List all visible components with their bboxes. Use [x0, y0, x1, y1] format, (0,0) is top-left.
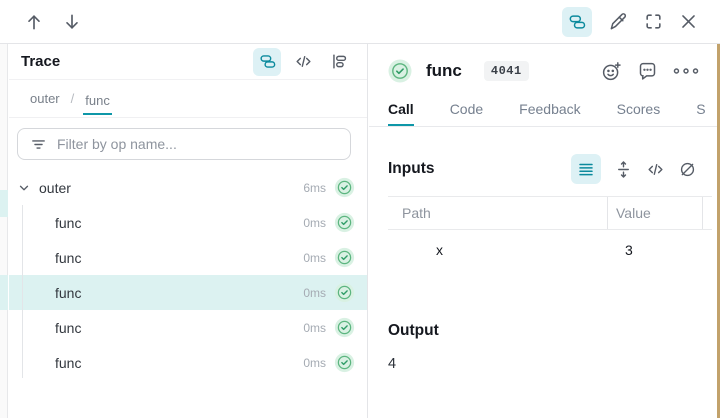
- output-heading: Output: [388, 322, 439, 339]
- comment-icon[interactable]: [637, 61, 658, 82]
- tab-feedback[interactable]: Feedback: [519, 101, 581, 117]
- flame-graph-view-icon[interactable]: [325, 48, 353, 76]
- call-tabs: Call Code Feedback Scores S: [369, 96, 717, 127]
- column-header-value[interactable]: Value: [607, 197, 702, 229]
- input-value: 3: [625, 242, 633, 258]
- tree-row-func[interactable]: func 0ms: [9, 240, 367, 275]
- tree-row-outer[interactable]: outer 6ms: [9, 170, 367, 205]
- breadcrumb: outer / func: [9, 80, 367, 118]
- success-status-icon: [388, 59, 412, 83]
- tree-row-label: outer: [39, 179, 71, 196]
- tree-row-label: func: [55, 249, 82, 266]
- arrow-down-icon[interactable]: [62, 12, 82, 32]
- inputs-table: Path Value x 3: [388, 196, 712, 270]
- tree-row-duration: 0ms: [303, 285, 326, 300]
- breadcrumb-separator: /: [70, 91, 75, 106]
- inputs-table-row[interactable]: x 3: [388, 230, 712, 270]
- success-status-icon: [334, 352, 355, 373]
- trace-panel-title: Trace: [21, 53, 61, 70]
- tree-row-label: func: [55, 354, 82, 371]
- trace-tree-view-icon[interactable]: [253, 47, 281, 76]
- window-edge: [717, 0, 720, 418]
- success-status-icon: [334, 177, 355, 198]
- code-view-icon[interactable]: [289, 48, 317, 76]
- column-header-extra: [702, 197, 712, 229]
- trace-tree-icon[interactable]: [562, 6, 592, 37]
- success-status-icon: [334, 212, 355, 233]
- call-detail-panel: func 4041 Call Code Feedback Scores S In…: [369, 44, 717, 418]
- overflow-menu-icon[interactable]: [673, 65, 699, 77]
- tree-row-label: func: [55, 319, 82, 336]
- tree-row-func[interactable]: func 0ms: [9, 205, 367, 240]
- add-reaction-icon[interactable]: [601, 61, 622, 82]
- tab-scores[interactable]: Scores: [616, 101, 661, 117]
- input-path: x: [436, 242, 443, 258]
- background-row-highlight: [0, 190, 8, 217]
- success-status-icon: [334, 282, 355, 303]
- tree-row-duration: 0ms: [303, 320, 326, 335]
- call-id-badge[interactable]: 4041: [483, 61, 529, 81]
- tree-row-func[interactable]: func 0ms: [9, 345, 367, 380]
- tab-code[interactable]: Code: [449, 101, 484, 117]
- background-panel-edge: [0, 44, 8, 418]
- tab-call[interactable]: Call: [388, 96, 414, 126]
- chevron-down-icon[interactable]: [17, 181, 33, 195]
- inputs-table-header: Path Value: [388, 196, 712, 230]
- tree-row-label: func: [55, 214, 82, 231]
- filter-icon: [30, 136, 47, 153]
- pencil-icon[interactable]: [608, 12, 628, 32]
- trace-panel: Trace outer / func outer: [9, 44, 368, 418]
- success-status-icon: [334, 247, 355, 268]
- background-row-highlight: [0, 275, 8, 310]
- op-filter: [17, 128, 351, 160]
- tree-row-label: func: [55, 284, 82, 301]
- expand-rows-icon[interactable]: [614, 160, 633, 179]
- breadcrumb-item-outer[interactable]: outer: [30, 91, 60, 106]
- top-toolbar: [0, 0, 720, 44]
- success-status-icon: [334, 317, 355, 338]
- trace-tree: outer 6ms func 0ms func 0ms func 0ms fun…: [9, 170, 367, 380]
- tree-row-func-selected[interactable]: func 0ms: [9, 275, 367, 310]
- inputs-heading: Inputs: [388, 160, 435, 177]
- tree-row-duration: 0ms: [303, 250, 326, 265]
- tree-indent-guide: [22, 205, 23, 378]
- output-value: 4: [388, 356, 397, 372]
- arrow-up-icon[interactable]: [24, 12, 44, 32]
- call-title: func: [426, 61, 462, 80]
- close-icon[interactable]: [679, 12, 698, 31]
- filter-input[interactable]: [57, 136, 338, 152]
- breadcrumb-item-func[interactable]: func: [83, 89, 112, 115]
- tab-summary-truncated[interactable]: S: [696, 101, 706, 117]
- code-view-icon[interactable]: [646, 160, 665, 179]
- tree-row-func[interactable]: func 0ms: [9, 310, 367, 345]
- tree-row-duration: 0ms: [303, 215, 326, 230]
- fullscreen-icon[interactable]: [644, 12, 663, 31]
- tree-row-duration: 6ms: [303, 180, 326, 195]
- tree-row-duration: 0ms: [303, 355, 326, 370]
- column-header-path[interactable]: Path: [402, 205, 431, 221]
- hide-empty-icon[interactable]: [678, 160, 697, 179]
- list-view-icon[interactable]: [571, 154, 601, 184]
